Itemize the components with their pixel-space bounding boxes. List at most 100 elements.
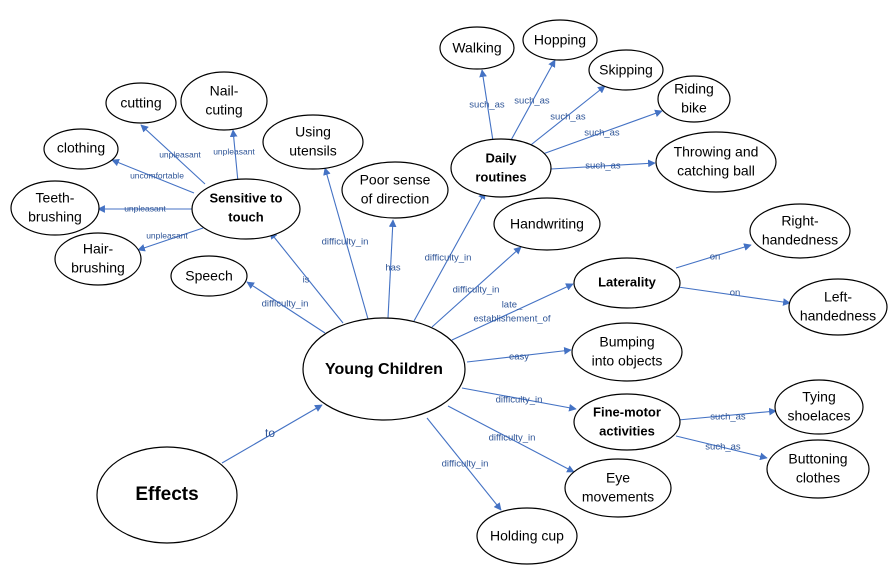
edge-label-nail-unpleasant: unpleasant xyxy=(213,146,255,156)
edge-yc-laterality xyxy=(451,283,574,341)
node-using-utensils[interactable]: Using utensils xyxy=(262,114,364,170)
edge-sensitive-clothing xyxy=(111,159,195,194)
node-handwriting-label: Handwriting xyxy=(510,216,584,232)
node-hopping-shape xyxy=(522,19,598,61)
node-eye-movements-label-1: Eye xyxy=(606,470,630,486)
node-speech[interactable]: Speech xyxy=(170,255,248,297)
edge-yc-sensitive xyxy=(269,231,344,324)
node-teeth-brushing-label-1: Teeth- xyxy=(36,190,75,206)
node-teeth-brushing[interactable]: Teeth- brushing xyxy=(10,180,100,236)
edge-label-left-on: on xyxy=(730,288,741,299)
node-riding-bike-label-1: Riding xyxy=(674,81,714,97)
edge-yc-eye xyxy=(447,405,575,473)
node-speech-label: Speech xyxy=(185,268,232,284)
node-nail-cuting-label-1: Nail- xyxy=(210,83,239,99)
edge-label-walking-suchas: such_as xyxy=(469,100,505,111)
node-bumping-into-objects[interactable]: Bumping into objects xyxy=(571,322,683,382)
edge-daily-throwing xyxy=(550,159,656,170)
edge-label-easy: easy xyxy=(509,352,529,363)
node-young-children[interactable]: Young Children xyxy=(302,317,466,421)
edge-label-teeth-unpleasant: unpleasant xyxy=(124,203,166,213)
edge-label-daily-difficulty: difficulty_in xyxy=(425,253,472,264)
node-fine-motor-activities-shape xyxy=(573,393,681,451)
node-left-handedness-label-1: Left- xyxy=(824,289,852,305)
node-using-utensils-shape xyxy=(262,114,364,170)
edge-label-hopping-suchas: such_as xyxy=(514,96,550,107)
node-riding-bike-label-2: bike xyxy=(681,100,707,116)
edge-yc-utensils xyxy=(323,167,369,320)
node-cutting-label: cutting xyxy=(120,95,161,111)
node-hair-brushing[interactable]: Hair- brushing xyxy=(54,232,142,286)
edge-label-hair-unpleasant: unpleasant xyxy=(146,230,188,240)
node-left-handedness[interactable]: Left- handedness xyxy=(788,278,888,336)
node-hopping[interactable]: Hopping xyxy=(522,19,598,61)
node-clothing[interactable]: clothing xyxy=(43,128,119,170)
edge-yc-holding xyxy=(426,417,502,511)
edge-finemotor-buttoning xyxy=(675,435,768,461)
edge-label-tying-suchas: such_as xyxy=(710,412,746,423)
node-left-handedness-label-2: handedness xyxy=(800,308,876,324)
node-hair-brushing-label-2: brushing xyxy=(71,260,125,276)
node-eye-movements[interactable]: Eye movements xyxy=(564,458,672,518)
node-fine-motor-activities[interactable]: Fine-motor activities xyxy=(573,393,681,451)
node-holding-cup[interactable]: Holding cup xyxy=(476,507,578,565)
node-holding-cup-label: Holding cup xyxy=(490,528,564,544)
node-buttoning-clothes[interactable]: Buttoning clothes xyxy=(766,439,870,499)
node-hopping-label: Hopping xyxy=(534,32,586,48)
node-buttoning-label-1: Buttoning xyxy=(788,451,847,467)
node-hair-brushing-label-1: Hair- xyxy=(83,241,114,257)
node-poor-sense-of-direction[interactable]: Poor sense of direction xyxy=(341,161,449,219)
node-right-handedness-label-1: Right- xyxy=(781,213,819,229)
edge-label-buttoning-suchas: such_as xyxy=(705,442,741,453)
node-teeth-brushing-label-2: brushing xyxy=(28,209,82,225)
node-throwing-and-catching-ball[interactable]: Throwing and catching ball xyxy=(655,131,777,193)
node-bumping-label-2: into objects xyxy=(592,353,663,369)
node-laterality[interactable]: Laterality xyxy=(573,257,681,309)
edge-label-clothing-uncomfortable: uncomfortable xyxy=(130,170,184,180)
node-right-handedness-label-2: handedness xyxy=(762,232,838,248)
edge-laterality-right xyxy=(675,243,752,269)
node-daily-routines[interactable]: Daily routines xyxy=(450,138,552,198)
edge-label-utensils-difficulty: difficulty_in xyxy=(322,237,369,248)
edge-label-has: has xyxy=(385,263,401,274)
node-speech-shape xyxy=(170,255,248,297)
node-nail-cuting[interactable]: Nail- cuting xyxy=(180,71,268,131)
node-sensitive-to-touch[interactable]: Sensitive to touch xyxy=(191,178,301,240)
node-riding-bike[interactable]: Riding bike xyxy=(657,75,731,123)
node-cutting[interactable]: cutting xyxy=(105,82,177,124)
node-throwing-label-1: Throwing and xyxy=(674,144,759,160)
edge-label-holding-difficulty: difficulty_in xyxy=(442,459,489,470)
node-poor-sense-of-direction-label-2: of direction xyxy=(361,191,429,207)
edge-label-riding-suchas: such_as xyxy=(584,128,620,139)
node-throwing-label-2: catching ball xyxy=(677,163,755,179)
node-cutting-shape xyxy=(105,82,177,124)
node-holding-cup-shape xyxy=(476,507,578,565)
node-eye-movements-shape xyxy=(564,458,672,518)
node-young-children-label: Young Children xyxy=(325,361,443,378)
node-tying-shoelaces-shape xyxy=(774,379,864,435)
node-skipping-shape xyxy=(588,49,664,91)
node-walking[interactable]: Walking xyxy=(439,26,515,70)
node-tying-shoelaces[interactable]: Tying shoelaces xyxy=(774,379,864,435)
edge-daily-riding xyxy=(539,109,663,156)
node-poor-sense-of-direction-shape xyxy=(341,161,449,219)
edge-label-throwing-suchas: such_as xyxy=(585,161,621,172)
node-daily-routines-label-1: Daily xyxy=(485,150,517,165)
node-laterality-label: Laterality xyxy=(598,274,657,289)
node-using-utensils-label-2: utensils xyxy=(289,143,336,159)
node-skipping[interactable]: Skipping xyxy=(588,49,664,91)
edge-label-is: is xyxy=(303,275,310,286)
edge-effects-young-children xyxy=(221,404,323,464)
node-skipping-label: Skipping xyxy=(599,62,653,78)
node-effects[interactable]: Effects xyxy=(96,446,238,544)
node-right-handedness[interactable]: Right- handedness xyxy=(749,203,851,259)
node-handwriting[interactable]: Handwriting xyxy=(493,197,601,251)
node-right-handedness-shape xyxy=(749,203,851,259)
edge-sensitive-cutting xyxy=(140,124,206,185)
edge-daily-hopping xyxy=(509,59,556,143)
edge-label-handwriting-difficulty: difficulty_in xyxy=(453,285,500,296)
edge-yc-bumping xyxy=(466,346,572,363)
node-daily-routines-shape xyxy=(450,138,552,198)
edge-sensitive-hair xyxy=(137,227,204,252)
